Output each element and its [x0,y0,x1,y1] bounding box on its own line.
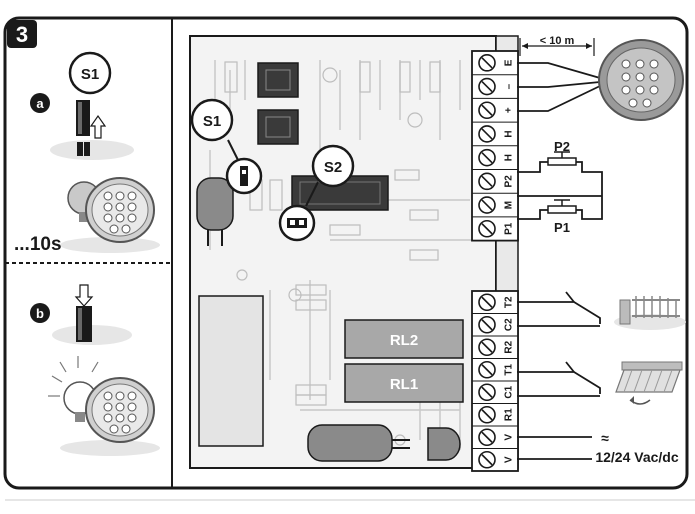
terminal-screw-slot [481,104,493,116]
s1-callout-circle [68,51,112,95]
terminal-screw-slot [481,296,493,308]
relay-contact-2-icon [565,291,575,303]
wire-t2 [517,301,601,324]
terminal-screw-slot [481,175,493,187]
relay-rl2 [344,319,464,359]
terminal-screw-slot [481,409,493,421]
terminal-screw-slot [481,152,493,164]
terminal-label: H [504,130,515,137]
terminal-label: E [504,59,515,66]
terminal-screw-slot [481,454,493,466]
terminal-label: V [504,434,515,441]
terminal-screw-slot [481,386,493,398]
badge-a-icon [30,93,50,113]
capacitor [196,177,234,231]
relay-rl1-label: RL1 [390,376,418,393]
terminal-label: M [504,201,515,209]
wire-p2 [517,161,603,196]
terminal-label: – [504,83,515,89]
s2-board-callout: S2 [278,144,355,242]
wire-e [517,62,601,79]
ac-dc-symbol: ≈ [601,430,609,446]
terminal-label: V [504,456,515,463]
board-small-parts [224,61,441,446]
arrow-down-icon [74,284,94,307]
terminal-label: R2 [504,340,515,353]
wire-minus [517,81,601,88]
terminal-label: C1 [504,385,515,398]
terminal-screw-slot [481,319,493,331]
terminal-label: P2 [504,175,515,188]
s1-callout-label: S1 [81,66,99,83]
step-number: 3 [16,22,28,47]
terminal-label: C2 [504,318,515,331]
left-panel-a: a S1 ...10s [14,51,160,255]
terminal-screw-slot [481,57,493,69]
step-badge: 3 [7,20,37,48]
pushbutton-p2-label: P2 [554,139,570,154]
terminal-label: H [504,154,515,161]
terminal-label: R1 [504,408,515,421]
gate-icon [614,296,686,330]
component-top-1 [257,62,299,98]
wire-p1 [517,196,603,220]
terminal-label: T1 [504,363,515,375]
s1-board-label: S1 [203,113,221,130]
circuit-board: RL2 RL1 [189,35,497,469]
wire-t1 [517,371,601,394]
terminal-screw-slot [481,199,493,211]
transformer-area [198,295,264,447]
keypad-with-bulb-icon [60,177,160,253]
terminal-screw-slot [481,431,493,443]
keypad-device-icon [598,39,684,121]
wire-plus [517,85,601,112]
s1-board-callout: S1 [190,98,263,195]
terminal-label: T2 [504,296,515,308]
relay-rl2-label: RL2 [390,332,418,349]
supply-voltage-label: 12/24 Vac/dc [595,449,679,465]
distance-label: < 10 m [540,35,575,47]
terminal-block-top: E – + H H P2M P1 [471,50,519,242]
relay-rl1 [344,363,464,403]
pushbutton-p1-icon [547,199,577,214]
terminal-label: P1 [504,222,515,235]
pushbutton-p1-label: P1 [554,220,570,235]
badge-b-label: b [36,306,44,321]
terminal-screw-slot [481,364,493,376]
terminal-screw-slot [481,80,493,93]
pushbutton-p2-icon [547,151,577,166]
arrow-up-icon [89,114,107,139]
jumper-icon [50,100,134,160]
terminal-screw-slot [481,223,493,235]
awning-icon [615,361,683,405]
jumper-inserted-icon [52,284,132,345]
keypad-lit-icon [48,356,160,456]
terminal-screw-slot [481,341,493,353]
terminal-label: + [504,107,515,113]
left-panel-b: b [30,284,160,456]
relay-contact-1-icon [565,361,575,373]
terminal-screw-slot [481,128,493,140]
badge-b-icon [30,303,50,323]
component-top-2 [257,109,299,145]
s2-board-label: S2 [324,159,342,176]
bottom-capacitor [307,424,393,462]
wiring [517,38,603,460]
bottom-regulator [427,427,461,461]
badge-a-label: a [36,96,44,111]
duration-label: ...10s [14,234,62,255]
